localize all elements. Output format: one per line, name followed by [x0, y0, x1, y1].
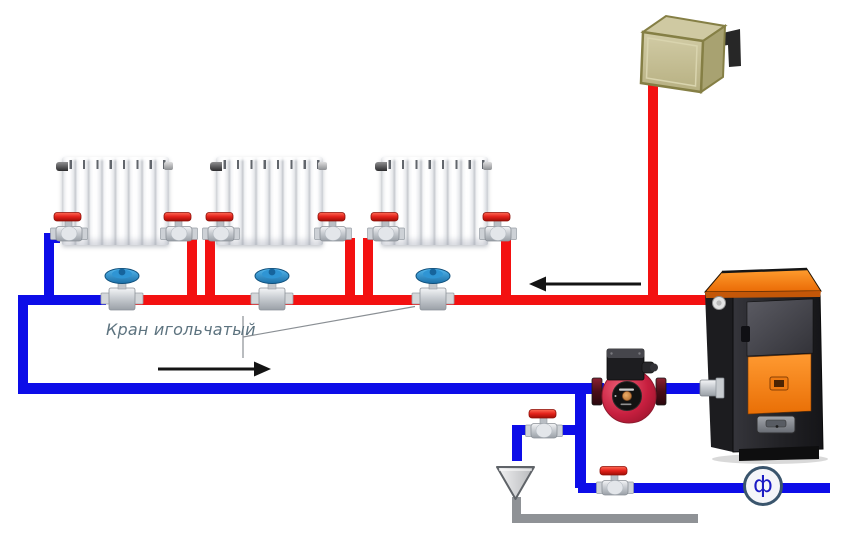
needle-valve-label: Кран игольчатый — [106, 320, 256, 339]
return-pipe-main — [18, 383, 604, 394]
return-pipe-top-left — [18, 295, 106, 305]
supply-pipe-rad3-right — [501, 236, 511, 300]
supply-pipe-rad2-right — [345, 238, 355, 300]
rad2-left-valve — [202, 212, 240, 242]
filter-letter: ф — [753, 471, 773, 498]
fill-branch-riser — [575, 390, 586, 488]
fill-valve — [596, 466, 634, 496]
rad1-right-valve — [160, 212, 198, 242]
expansion-tank — [639, 14, 741, 94]
needle-valve-callout — [242, 305, 416, 358]
expansion-tank-pipe — [648, 78, 658, 300]
return-flow-arrow — [158, 361, 271, 377]
air-vent-icon — [318, 162, 327, 170]
return-pipe-left-riser — [18, 295, 28, 394]
needle-valve-3 — [411, 268, 455, 311]
supply-pipe-rad2-left — [205, 238, 215, 300]
boiler-upper-door — [746, 298, 814, 357]
fill-line-pipe — [578, 483, 830, 493]
supply-pipe-rad3-left — [363, 238, 373, 300]
filter-symbol: ф — [743, 466, 783, 506]
drain-outlet-drop — [512, 497, 521, 519]
drain-valve — [525, 409, 563, 439]
radiator-1 — [56, 157, 173, 245]
return-pipe-rad1-drop — [44, 233, 54, 305]
pump-flange-right — [655, 377, 667, 406]
boiler — [699, 267, 828, 464]
air-vent-icon — [483, 162, 492, 170]
needle-valve-2 — [250, 268, 294, 311]
rad3-right-valve — [479, 212, 517, 242]
rad3-left-valve — [367, 212, 405, 242]
drain-outlet-pipe — [512, 514, 698, 523]
supply-pipe-rad1-right — [187, 238, 197, 300]
drain-drop-pipe — [512, 425, 522, 461]
return-pipe-to-boiler — [656, 383, 718, 394]
supply-flow-arrow — [529, 276, 641, 292]
rad2-right-valve — [314, 212, 352, 242]
rad1-left-valve — [50, 212, 88, 242]
pump-flange-left — [591, 377, 603, 406]
drain-funnel — [496, 466, 535, 500]
air-vent-icon — [164, 162, 173, 170]
circulation-pump — [591, 348, 667, 424]
needle-valve-1 — [100, 268, 144, 311]
boiler-door-handle — [741, 326, 750, 342]
